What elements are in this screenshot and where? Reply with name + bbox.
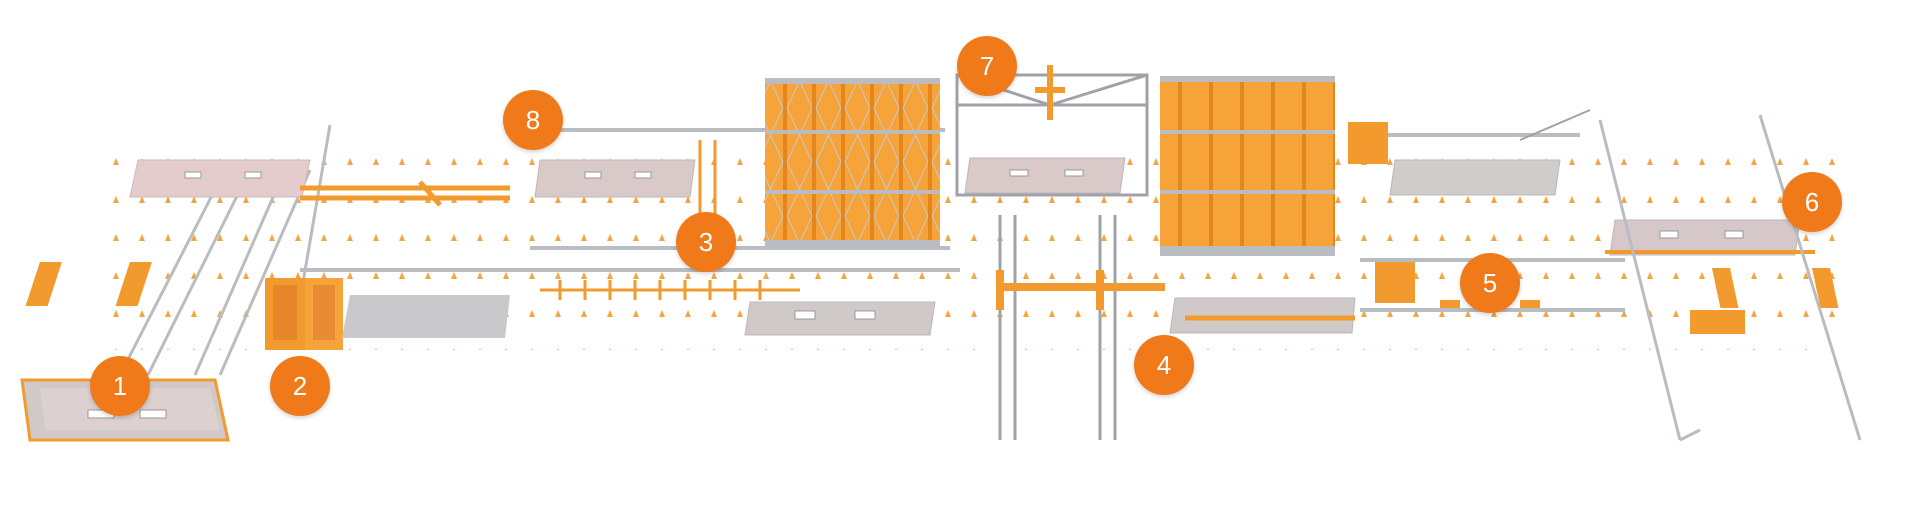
shuttering-robot-units — [265, 278, 343, 350]
station-marker-1[interactable]: 1 — [90, 356, 150, 416]
pallet-storage-left — [129, 159, 311, 198]
station-marker-4[interactable]: 4 — [1134, 335, 1194, 395]
pallet-station-4 — [1169, 297, 1356, 334]
station-marker-3[interactable]: 3 — [676, 212, 736, 272]
transfer-rails — [118, 124, 332, 376]
station-marker-6[interactable]: 6 — [1782, 172, 1842, 232]
tool-comb — [540, 140, 800, 300]
pallet-station-7 — [964, 157, 1126, 194]
pallet-station-8 — [534, 159, 696, 198]
handling-arm-machine — [300, 180, 510, 207]
shuttle-cars — [25, 262, 152, 306]
frame-station-6 — [1598, 114, 1862, 442]
robot-station-7 — [1035, 65, 1065, 120]
pallet-station-6 — [1605, 219, 1815, 256]
curing-rack-a — [765, 78, 940, 250]
station-marker-label: 4 — [1156, 349, 1172, 380]
station-marker-label: 2 — [292, 370, 308, 401]
shuttle-station-6 — [1690, 268, 1839, 334]
lift-beams-station-4 — [996, 270, 1165, 310]
pallet-station-3 — [744, 301, 936, 336]
station-marker-label: 6 — [1804, 186, 1820, 217]
station-marker-8[interactable]: 8 — [503, 90, 563, 150]
station-marker-label: 3 — [698, 226, 714, 257]
station-marker-7[interactable]: 7 — [957, 36, 1017, 96]
station-marker-label: 8 — [525, 104, 541, 135]
station-marker-2[interactable]: 2 — [270, 356, 330, 416]
right-upper-conveyor — [1348, 109, 1591, 196]
station-marker-5[interactable]: 5 — [1460, 253, 1520, 313]
curing-rack-b — [1160, 76, 1335, 256]
station-marker-label: 7 — [979, 50, 995, 81]
station-marker-label: 5 — [1482, 267, 1498, 298]
station-marker-label: 1 — [112, 370, 128, 401]
